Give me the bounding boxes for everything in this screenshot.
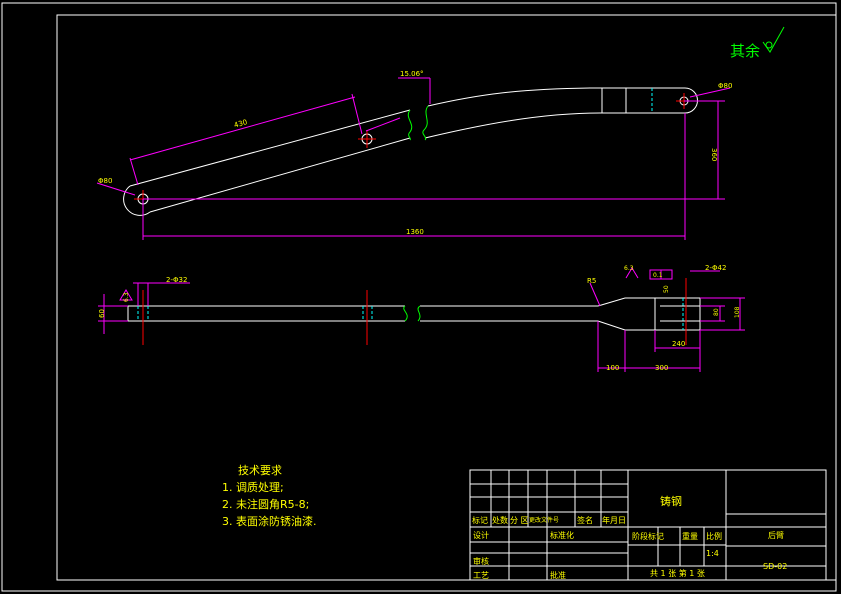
center-lines-top: [142, 278, 687, 345]
stage-label: 阶段标记: [632, 532, 664, 541]
dim-chamfer-right: 2-Φ42: [705, 264, 726, 272]
dim-d5: 300: [655, 364, 668, 372]
dim-hole-left: Φ80: [98, 177, 112, 185]
dim-angle: 15.06°: [400, 70, 424, 78]
drawing-number: SD-02: [763, 562, 788, 571]
top-view: [127, 297, 701, 331]
dim-d6: 108: [734, 306, 741, 318]
title-block: [469, 469, 827, 581]
dim-hole-right: Φ80: [718, 82, 732, 90]
dim-d1: 50: [663, 285, 670, 293]
dim-radius: R5: [587, 277, 596, 285]
hdr-count: 处数: [492, 516, 508, 525]
technical-notes: 技术要求 1. 调质处理; 2. 未注圆角R5-8; 3. 表面涂防锈油漆.: [222, 462, 317, 530]
approve-label: 批准: [550, 571, 566, 580]
dim-chamfer: 2-Φ32: [166, 276, 187, 284]
hdr-change-doc: 更改文件号: [529, 517, 560, 524]
material-label: 铸钢: [660, 495, 682, 508]
dim-rough-left: 6.3: [123, 292, 130, 302]
dim-tol-box: 0.1: [653, 272, 663, 279]
dims-front: [96, 77, 731, 240]
note-item-2: 2. 未注圆角R5-8;: [222, 498, 310, 511]
scale: 1:4: [706, 549, 719, 558]
surface-mark-label: 其余: [730, 42, 760, 60]
part-name: 后臂: [768, 531, 784, 540]
weight-label: 重量: [682, 532, 698, 541]
hdr-sign: 签名: [577, 516, 593, 525]
hdr-mark: 标记: [472, 516, 488, 525]
sheet-info: 共 1 张 第 1 张: [650, 569, 705, 578]
dim-d2: 80: [713, 308, 720, 316]
notes-title: 技术要求: [238, 464, 282, 477]
standard-label: 标准化: [550, 531, 574, 540]
dim-total-length: 1360: [406, 228, 424, 236]
hdr-date: 年月日: [602, 516, 626, 525]
dim-height: 360: [710, 148, 718, 161]
surface-finish-circle: [765, 41, 773, 49]
dim-d3: 240: [672, 340, 685, 348]
designer-label: 设计: [473, 531, 489, 540]
hdr-zone: 分 区: [510, 516, 529, 525]
surface-finish-icon: [762, 26, 785, 53]
center-lines-front: [134, 93, 692, 208]
process-label: 工艺: [473, 571, 489, 580]
dim-rough-right: 6.3: [624, 265, 634, 272]
front-view: [123, 87, 698, 216]
note-item-1: 1. 调质处理;: [222, 481, 284, 494]
dim-arm-length: 430: [233, 118, 248, 129]
ratio-label: 比例: [706, 532, 722, 541]
dims-top: [98, 267, 745, 372]
review-label: 审核: [473, 557, 489, 566]
inner-frame: [56, 14, 837, 581]
dim-thickness: 60: [98, 309, 106, 318]
note-item-3: 3. 表面涂防锈油漆.: [222, 515, 317, 528]
dim-d4: 100: [606, 364, 619, 372]
